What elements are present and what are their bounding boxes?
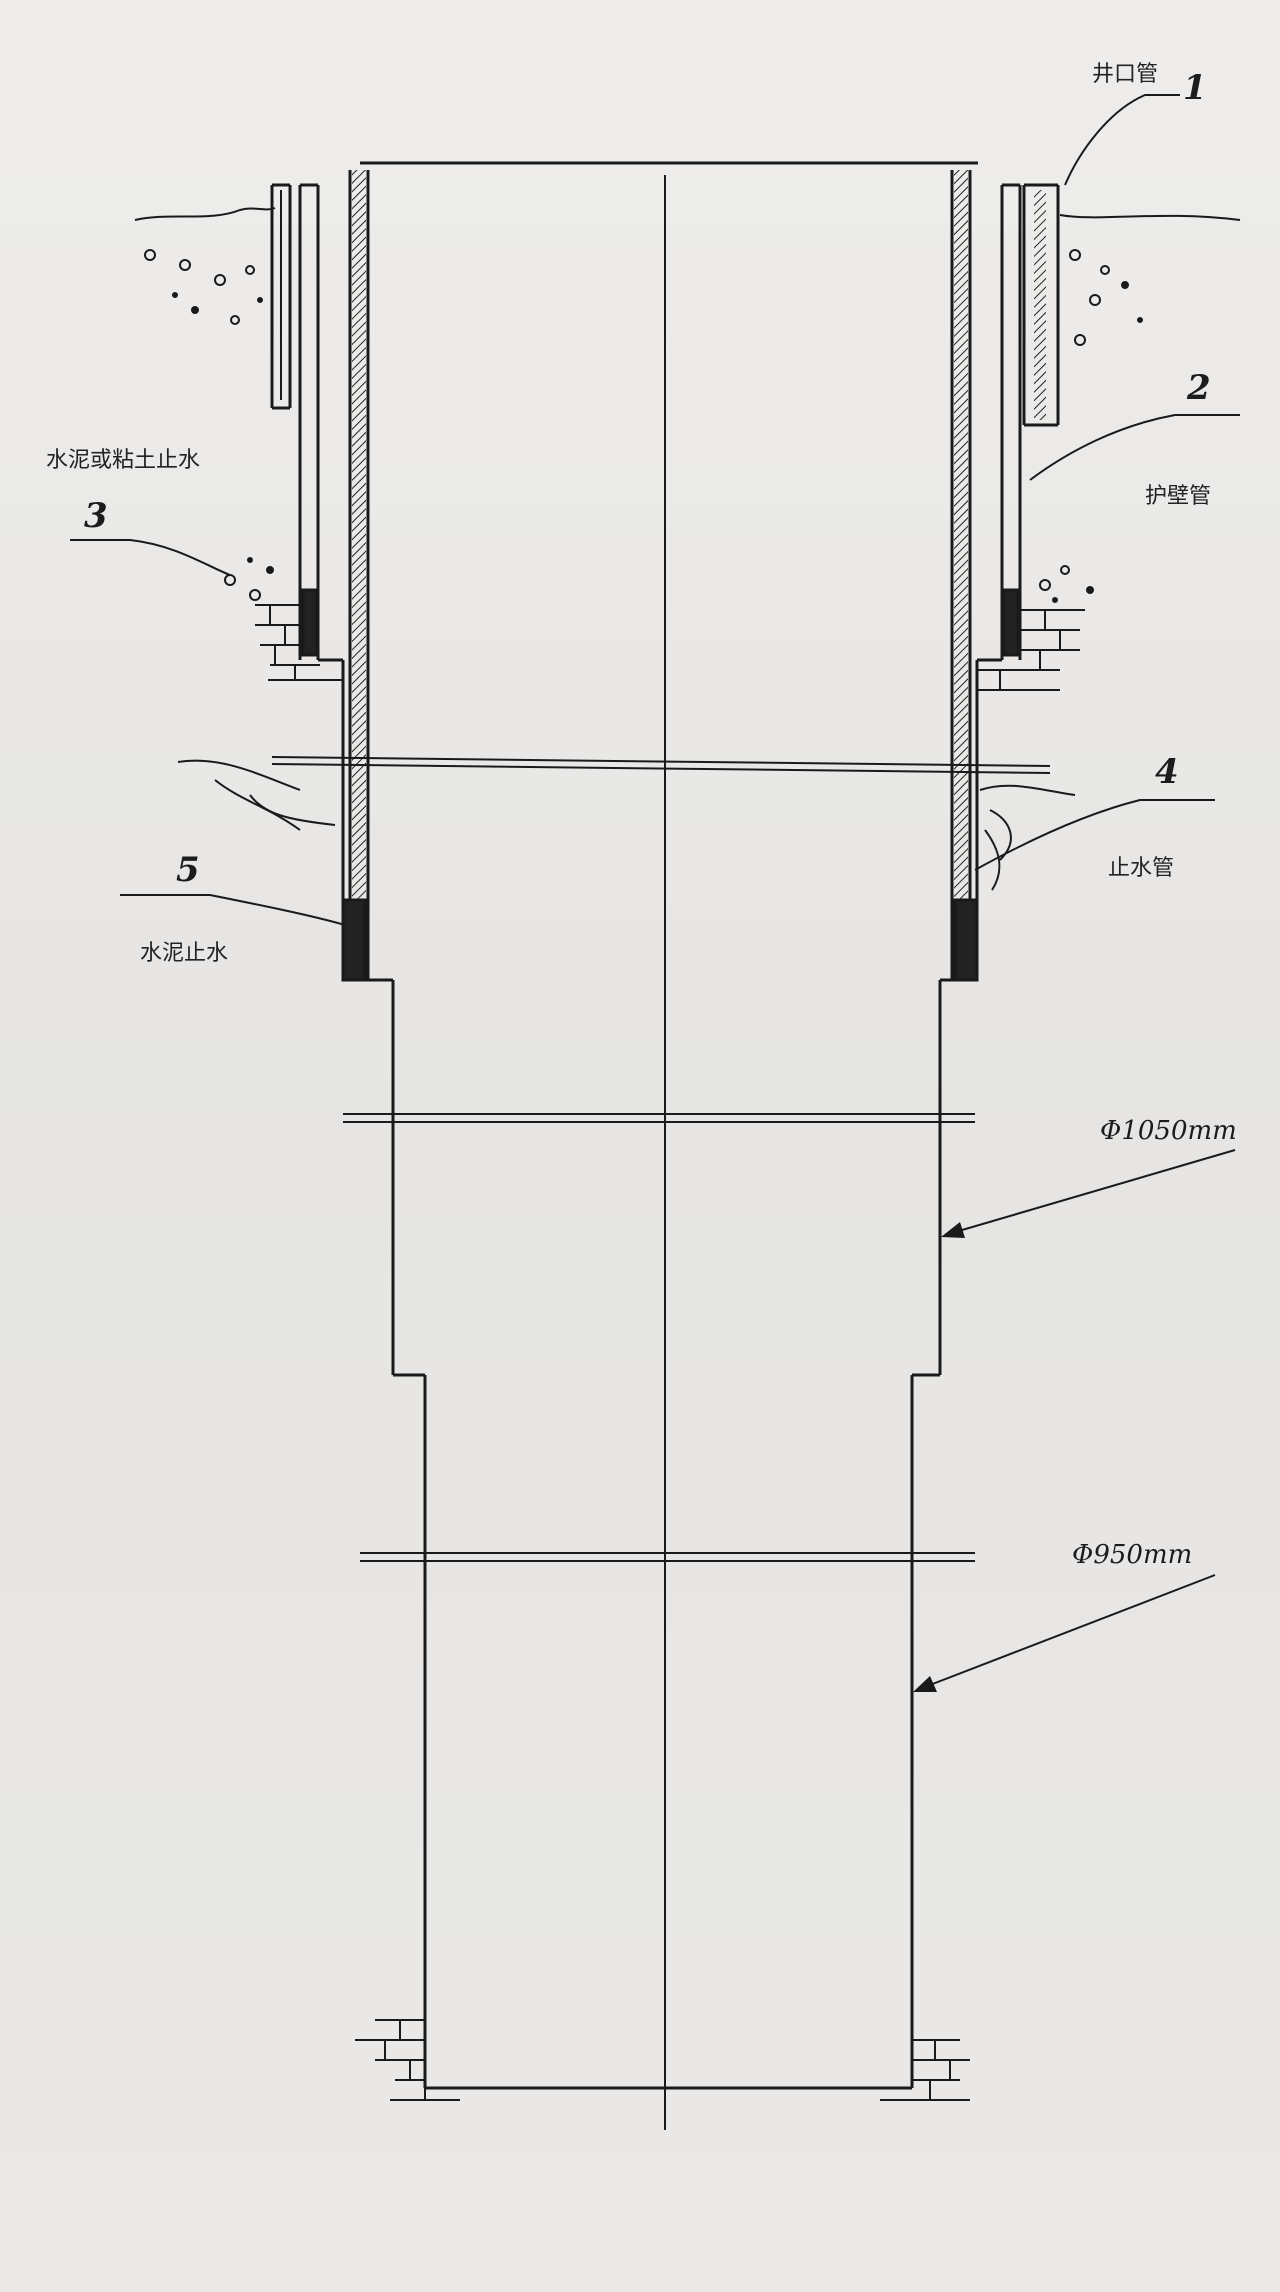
leader-3 <box>70 539 231 576</box>
clay-seal-left <box>301 588 319 657</box>
brick-right-bottom <box>880 2039 970 2101</box>
casing-pipe-right <box>1000 183 1022 660</box>
label-casing-pipe: 护壁管 <box>1145 484 1212 509</box>
callout-4: 4 <box>1155 752 1179 792</box>
ground-left <box>134 207 276 221</box>
leader-4 <box>974 799 1215 871</box>
wellhead-pipe-left <box>270 183 292 410</box>
label-diameter-1050: Φ1050mm <box>1100 1116 1237 1146</box>
water-stop-pipe-left <box>348 170 370 980</box>
arrow-1050-line <box>944 1149 1236 1236</box>
brick-right-upper <box>977 609 1085 691</box>
callout-1: 1 <box>1183 68 1207 108</box>
cement-seal-right <box>953 898 979 982</box>
leader-1 <box>1064 94 1180 186</box>
label-cement-seal: 水泥止水 <box>140 941 229 966</box>
casing-pipe-left <box>298 183 320 660</box>
arrow-950-head <box>913 1676 937 1692</box>
callout-5: 5 <box>176 850 200 890</box>
brick-left-upper <box>255 604 343 681</box>
leader-5 <box>120 894 346 926</box>
clay-seal-right <box>1002 588 1020 657</box>
brick-left-bottom <box>355 2019 460 2101</box>
break-line-2 <box>343 1113 975 1123</box>
cement-seal-left <box>341 898 367 982</box>
break-line-1 <box>271 756 1051 774</box>
rock-crack-right <box>979 784 1076 891</box>
callout-2: 2 <box>1187 368 1211 408</box>
label-water-stop-pipe: 止水管 <box>1108 856 1175 881</box>
soil-left <box>144 249 274 601</box>
label-wellhead-pipe: 井口管 <box>1092 62 1159 87</box>
ground-right <box>1059 214 1241 221</box>
label-cement-or-clay-seal: 水泥或粘土止水 <box>46 448 201 473</box>
arrow-950-line <box>916 1574 1216 1691</box>
water-stop-pipe-right <box>950 170 972 980</box>
arrow-1050-head <box>941 1222 965 1238</box>
label-diameter-950: Φ950mm <box>1072 1540 1193 1570</box>
callout-3: 3 <box>84 496 108 536</box>
rock-crack-left <box>177 759 336 831</box>
break-line-3 <box>360 1552 975 1562</box>
soil-right <box>1039 249 1143 603</box>
leader-2 <box>1029 414 1240 481</box>
wellhead-pipe-right <box>1022 183 1060 427</box>
